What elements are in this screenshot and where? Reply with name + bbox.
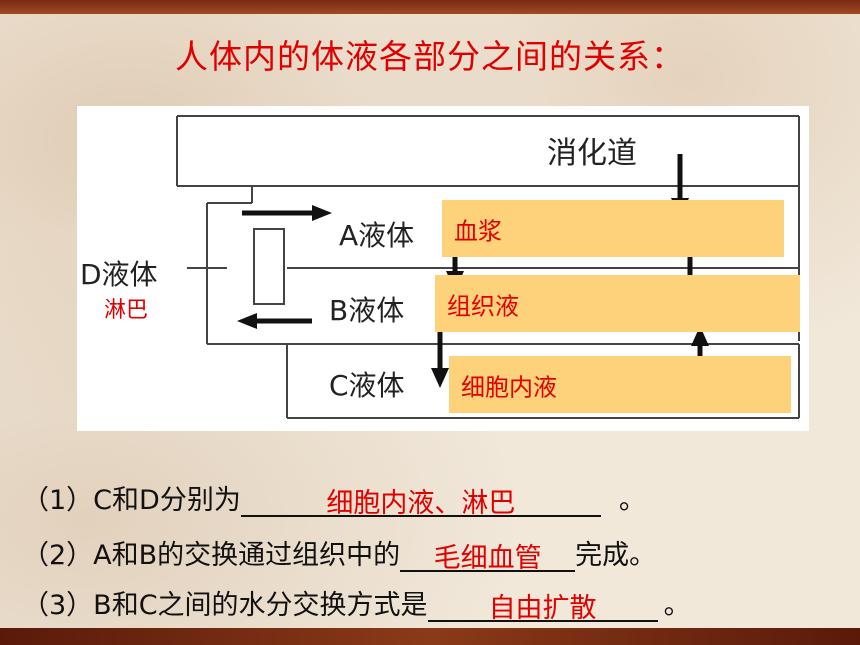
answer-b-label: 组织液 [447,292,519,320]
intracellular-fluid-box: 细胞内液 [449,356,791,413]
answer-blank-1: 细胞内液、淋巴 [240,481,601,519]
plasma-box: 血浆 [442,200,784,257]
question-1: （1）C和D分别为细胞内液、淋巴。 [22,478,646,519]
c-liquid-label: C液体 [329,369,405,402]
answer-a-label: 血浆 [454,217,502,245]
digestive-tract-label: 消化道 [547,136,637,171]
top-decoration-band [0,0,860,14]
answer-d-label: 淋巴 [104,298,149,323]
answer-blank-3: 自由扩散 [427,586,658,624]
answer-blank-2: 毛细血管 [400,536,576,574]
slide-title: 人体内的体液各部分之间的关系： [175,37,685,76]
d-liquid-label: D液体 [80,258,158,291]
tissue-fluid-box: 组织液 [435,275,800,332]
question-2: （2）A和B的交换通过组织中的毛细血管完成。 [22,533,656,574]
answer-c-label: 细胞内液 [461,373,557,401]
a-liquid-label: A液体 [339,219,415,252]
question-3: （3）B和C之间的水分交换方式是自由扩散。 [22,583,691,624]
b-liquid-label: B液体 [329,294,405,327]
bottom-decoration-band [0,628,860,645]
body-fluid-diagram: 血浆 组织液 细胞内液 消化道 A液体 B液体 C液体 D液体 淋巴 [77,106,809,431]
